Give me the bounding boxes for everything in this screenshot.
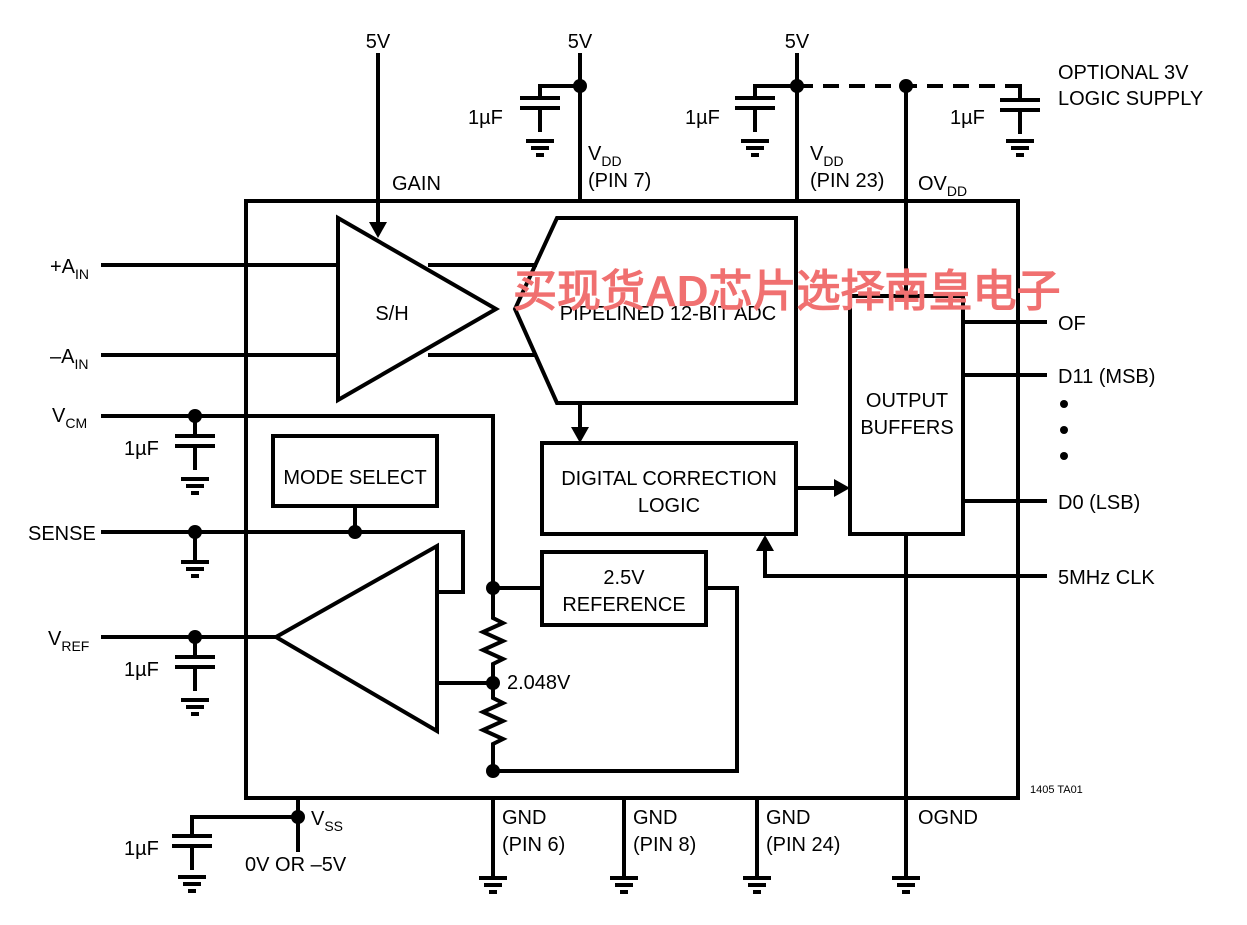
output-buffers-block [848,294,965,536]
vdd23-pin-number: (PIN 23) [810,170,884,192]
optional-supply-label-2: LOGIC SUPPLY [1058,88,1203,110]
data-bus-dot [1060,426,1068,434]
clk-wire [763,548,1047,578]
gnd8-pin-number: (PIN 8) [633,834,696,856]
logic-to-buffer-arrow-icon [834,479,850,497]
vdd7-supply-label: 5V [568,31,593,53]
d0-label: D0 (LSB) [1058,492,1140,514]
resistor-upper [478,612,508,668]
of-label: OF [1058,313,1086,335]
clk-arrow-icon [756,535,774,551]
sense-wire [101,530,465,594]
clk-label: 5MHz CLK [1058,567,1155,589]
ain-neg-label: –AIN [50,346,88,372]
cap-value-label: 1µF [950,107,985,129]
sense-label: SENSE [28,523,96,545]
gain-arrow-icon [369,222,387,238]
data-bus-dot [1060,400,1068,408]
vdd7-pin-label: VDD [588,143,622,169]
gnd24-pin-number: (PIN 24) [766,834,840,856]
adc-label: PIPELINED 12-BIT ADC [560,303,776,325]
vref-label: VREF [48,628,89,654]
cap-ovdd [998,98,1042,157]
sh-amplifier [336,214,501,404]
vss-note: 0V OR –5V [245,854,347,876]
reference-amplifier [271,542,439,735]
ain-pos-label: +AIN [50,256,89,282]
cap-value-label: 1µF [124,438,159,460]
cap-value-label: 1µF [685,107,720,129]
gain-pin-label: GAIN [392,173,441,195]
mode-select-label: MODE SELECT [283,467,426,489]
cap-value-label: 1µF [124,838,159,860]
reference-label-1: 2.5V [603,567,645,589]
d11-label: D11 (MSB) [1058,366,1155,388]
adc-block [512,216,798,405]
ground-icon [477,876,509,894]
digital-correction-label-2: LOGIC [638,495,700,517]
resistor-lower [478,692,508,748]
cap-vcm [173,434,217,495]
ground-icon [741,876,773,894]
adc-to-logic-arrow-icon [571,427,589,443]
reference-label-2: REFERENCE [562,594,685,616]
ground-icon [890,876,922,894]
gnd6-pin-number: (PIN 6) [502,834,565,856]
data-bus-dot [1060,452,1068,460]
gnd24-label: GND [766,807,810,829]
gnd6-label: GND [502,807,546,829]
vdd7-pin-number: (PIN 7) [588,170,651,192]
vcm-label: VCM [52,405,87,431]
sh-label: S/H [375,303,408,325]
optional-supply-label-1: OPTIONAL 3V [1058,62,1189,84]
divider-voltage-label: 2.048V [507,672,571,694]
cap-value-label: 1µF [468,107,503,129]
watermark: 买现货AD芯片选择南皇电子 [513,267,1061,316]
cap-value-label: 1µF [124,659,159,681]
cap-vref [173,655,217,716]
ground-icon [608,876,640,894]
ovdd-pin-label: OVDD [918,173,967,199]
cap-vdd7 [518,86,562,157]
ognd-label: OGND [918,807,978,829]
gain-supply-label: 5V [366,31,391,53]
output-buffers-label-1: OUTPUT [866,390,948,412]
ground-sense-icon [179,560,211,578]
cap-vss [170,817,214,893]
vss-label: VSS [311,808,343,834]
output-buffers-label-2: BUFFERS [860,417,953,439]
digital-correction-label-1: DIGITAL CORRECTION [561,468,777,490]
gnd8-label: GND [633,807,677,829]
vdd23-supply-label: 5V [785,31,810,53]
cap-vdd23 [733,86,777,157]
figure-id: 1405 TA01 [1030,784,1083,796]
vdd23-pin-label: VDD [810,143,844,169]
